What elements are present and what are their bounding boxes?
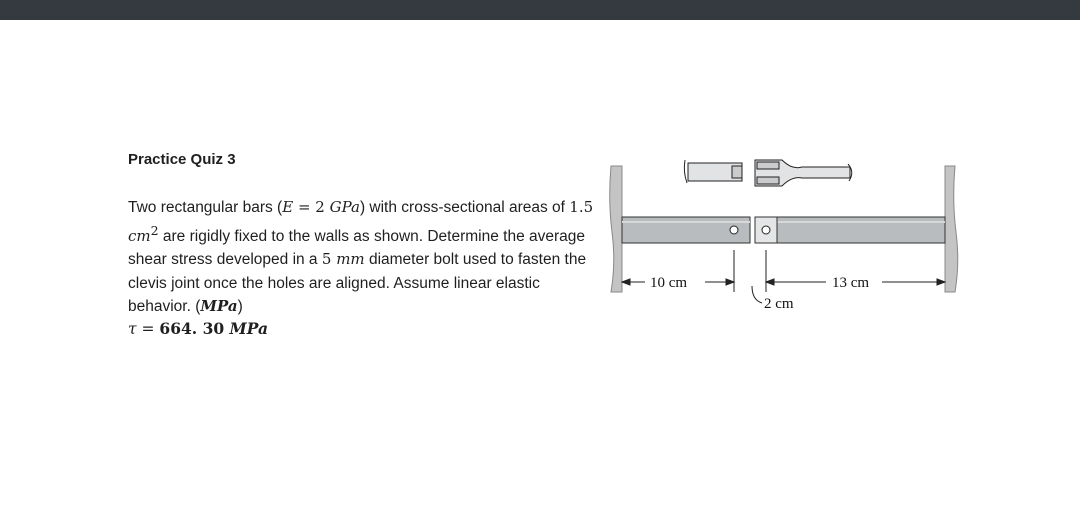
- answer-value: 664. 30: [159, 319, 230, 339]
- dim-right-label: 13 cm: [832, 275, 869, 291]
- quiz-content: Practice Quiz 3 Two rectangular bars (E …: [128, 150, 598, 340]
- modulus-symbol: E: [282, 198, 294, 216]
- tau-symbol: τ: [128, 320, 137, 339]
- right-bar: [754, 216, 946, 244]
- bolt-diameter-unit: mm: [336, 250, 365, 269]
- area-exponent: 2: [150, 223, 159, 239]
- problem-text-2: ) with cross-sectional areas of: [359, 199, 570, 216]
- top-bar: [0, 0, 1080, 20]
- problem-text-1: Two rectangular bars (: [128, 199, 283, 216]
- answer-unit: MPa: [229, 319, 268, 339]
- problem-text-4: diameter bolt used to fasten the clevis …: [128, 251, 587, 315]
- clevis-diagram: 10 cm 2 cm 13 cm: [609, 159, 959, 312]
- left-wall: [609, 165, 623, 293]
- modulus-expression: E = 2 GPa: [282, 198, 360, 216]
- bolt-diameter-value: 5: [321, 250, 337, 269]
- dim-gap-label: 2 cm: [764, 296, 794, 312]
- problem-statement: Two rectangular bars (E = 2 GPa) with cr…: [128, 196, 598, 318]
- bolt-expression: 5 mm: [322, 250, 365, 268]
- dimension-lines: [620, 250, 947, 304]
- answer-line: τ = 664. 30 MPa: [128, 318, 598, 340]
- clevis-figure: 10 cm 2 cm 13 cm: [600, 150, 970, 325]
- right-bolt-hole: [761, 225, 771, 235]
- modulus-unit: GPa: [329, 198, 360, 216]
- answer-equals: =: [136, 320, 160, 339]
- problem-text-5: ): [237, 297, 243, 315]
- answer-unit-hint: MPa: [200, 296, 238, 315]
- modulus-value: = 2: [293, 198, 330, 216]
- area-value: 1.5: [569, 198, 594, 216]
- problem-text-3: are rigidly fixed to the walls as shown.…: [128, 228, 586, 269]
- quiz-title: Practice Quiz 3: [128, 151, 236, 168]
- area-unit: cm: [128, 227, 151, 246]
- left-bolt-hole: [729, 225, 739, 235]
- area-expression: 1.5 cm2: [128, 198, 593, 245]
- clevis-detail: [683, 159, 853, 187]
- right-wall: [944, 165, 959, 293]
- dim-left-label: 10 cm: [650, 275, 687, 291]
